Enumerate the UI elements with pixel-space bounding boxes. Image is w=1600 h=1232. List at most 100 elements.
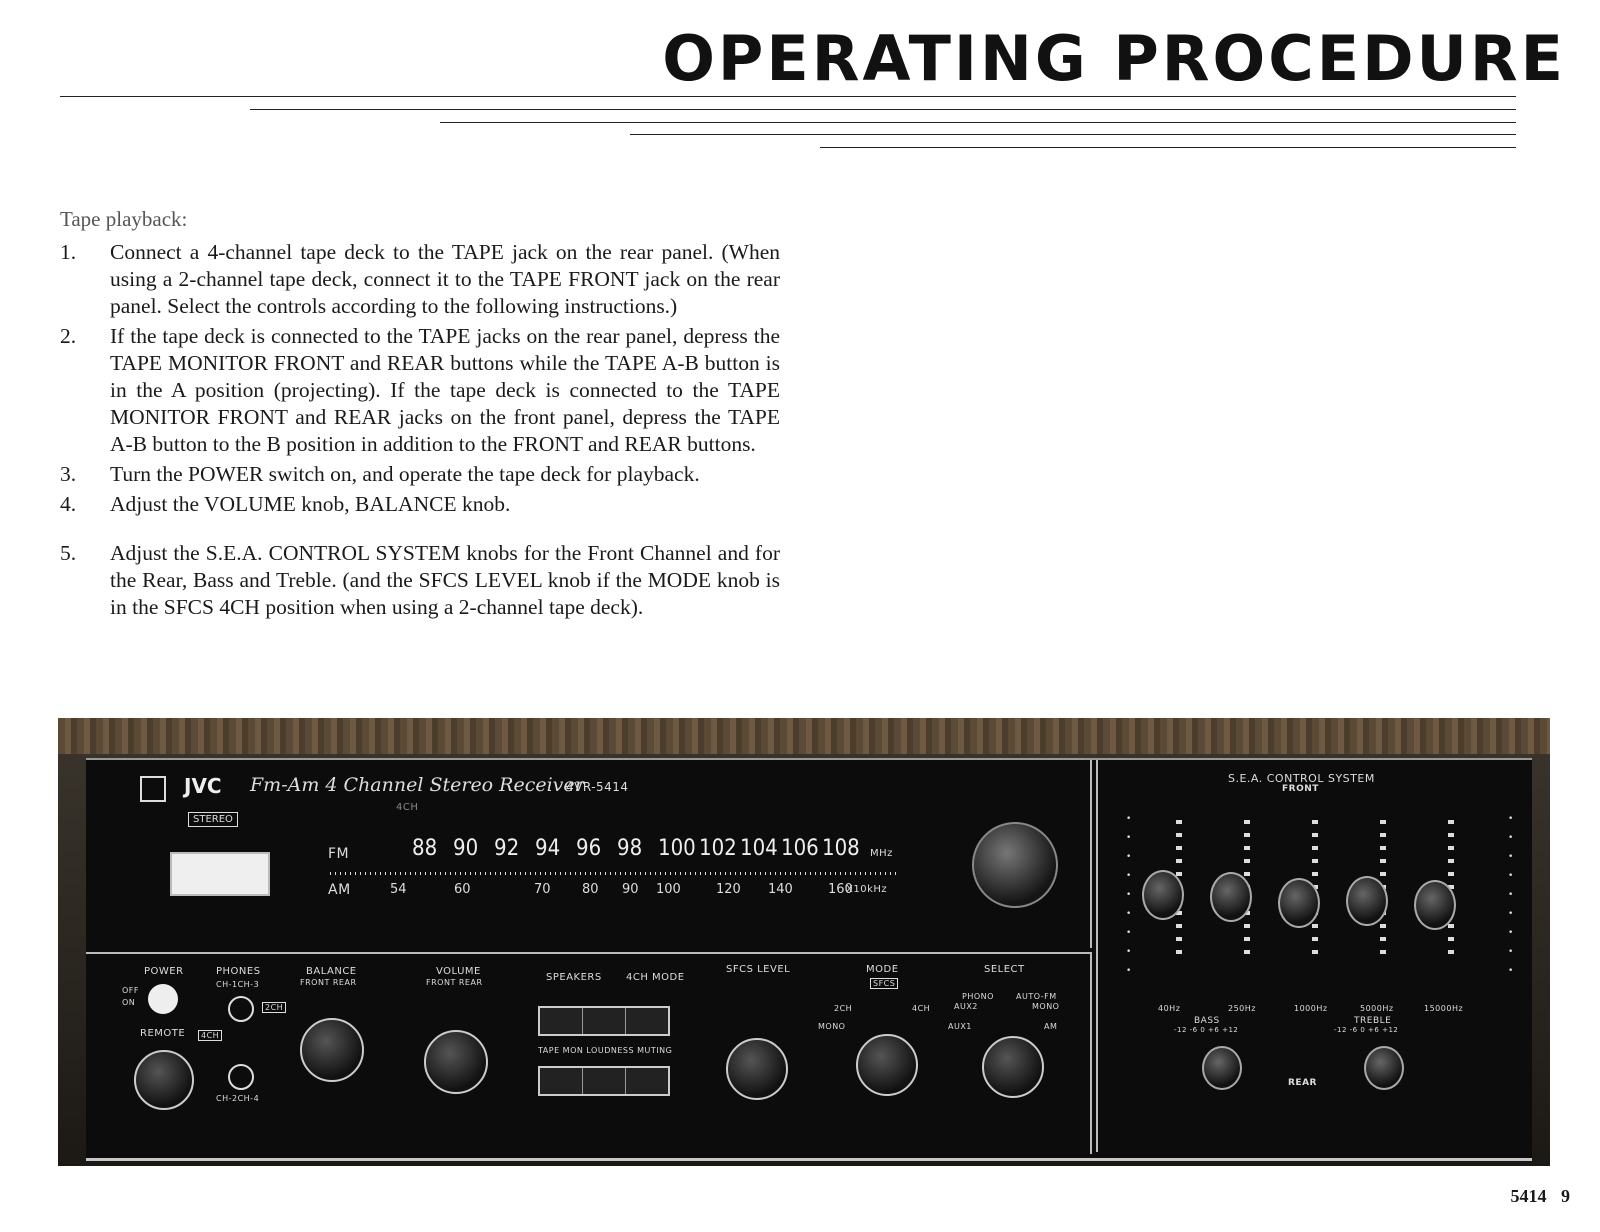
sfcs-label: SFCS bbox=[870, 978, 899, 989]
step-text: Connect a 4-channel tape deck to the TAP… bbox=[110, 240, 780, 318]
2ch-mode-label: 2CH bbox=[834, 1004, 853, 1013]
brand-name: JVC bbox=[184, 774, 222, 798]
fm-scale-mark: 98 bbox=[617, 836, 643, 861]
am-scale-mark: 80 bbox=[582, 882, 599, 897]
title-rule-4 bbox=[630, 134, 1516, 135]
volume-label: VOLUME bbox=[436, 966, 481, 977]
fm-unit: MHz bbox=[870, 848, 893, 859]
step-2: 2. If the tape deck is connected to the T… bbox=[60, 323, 780, 458]
sea-freq-40hz: 40Hz bbox=[1158, 1004, 1181, 1013]
sea-knob-250hz[interactable] bbox=[1210, 872, 1252, 922]
4ch-indicator: 4CH bbox=[396, 802, 419, 813]
4ch-mode-label: 4CH MODE bbox=[626, 972, 685, 983]
select-knob[interactable] bbox=[982, 1036, 1044, 1098]
power-button[interactable] bbox=[148, 984, 178, 1014]
mono-label: MONO bbox=[818, 1022, 846, 1031]
fm-scale-mark: 88 bbox=[412, 836, 438, 861]
remote-knob[interactable] bbox=[134, 1050, 194, 1110]
am-scale-mark: 60 bbox=[454, 882, 471, 897]
am-label: AM bbox=[328, 882, 351, 898]
tape-monitor-buttons[interactable] bbox=[538, 1066, 670, 1096]
phones-jack-rear[interactable] bbox=[228, 1064, 254, 1090]
section-heading: Tape playback: bbox=[60, 207, 188, 231]
volume-knob[interactable] bbox=[424, 1030, 488, 1094]
sea-control-system: S.E.A. CONTROL SYSTEM FRONT ••••••••• ••… bbox=[1096, 760, 1534, 1152]
fm-scale-mark: 104 bbox=[740, 836, 778, 861]
step-number: 3. bbox=[60, 462, 77, 486]
sea-knob-1000hz[interactable] bbox=[1278, 878, 1320, 928]
jvc-logo-icon bbox=[140, 776, 166, 802]
step-number: 2. bbox=[60, 324, 77, 348]
tuning-dial-panel: JVC Fm-Am 4 Channel Stereo Receiver 4VR-… bbox=[86, 760, 1092, 948]
am-scale-mark: 120 bbox=[716, 882, 741, 897]
sea-knob-5000hz[interactable] bbox=[1346, 876, 1388, 926]
balance-knob[interactable] bbox=[300, 1018, 364, 1082]
4ch-label: 4CH bbox=[198, 1030, 223, 1041]
sea-knob-40hz[interactable] bbox=[1142, 870, 1184, 920]
control-panel: POWER OFF ON REMOTE PHONES CH-1CH-3 2CH … bbox=[86, 952, 1092, 1154]
am-select-label: AM bbox=[1044, 1022, 1058, 1031]
fm-scale-mark: 96 bbox=[576, 836, 602, 861]
model-label: 4VR-5414 bbox=[566, 780, 629, 794]
am-unit: X10kHz bbox=[846, 884, 888, 895]
fm-scale-mark: 94 bbox=[535, 836, 561, 861]
step-text: If the tape deck is connected to the TAP… bbox=[110, 324, 780, 456]
title-rule-2 bbox=[250, 109, 1516, 110]
mono-select-label: MONO bbox=[1032, 1002, 1060, 1011]
phones-label: PHONES bbox=[216, 966, 261, 977]
tuning-knob[interactable] bbox=[972, 822, 1058, 908]
product-script: Fm-Am 4 Channel Stereo Receiver bbox=[250, 774, 584, 796]
fm-scale-mark: 100 bbox=[658, 836, 696, 861]
bass-knob[interactable] bbox=[1202, 1046, 1242, 1090]
instructions: Tape playback: 1. Connect a 4-channel tap… bbox=[60, 206, 780, 624]
fm-scale-mark: 108 bbox=[822, 836, 860, 861]
am-scale-mark: 70 bbox=[534, 882, 551, 897]
sfcs-level-knob[interactable] bbox=[726, 1038, 788, 1100]
treble-label: TREBLE bbox=[1354, 1016, 1392, 1026]
title-rule-5 bbox=[820, 147, 1516, 148]
phones-jack-front[interactable] bbox=[228, 996, 254, 1022]
am-scale-mark: 140 bbox=[768, 882, 793, 897]
treble-scale: -12 -6 0 +6 +12 bbox=[1334, 1026, 1399, 1034]
treble-knob[interactable] bbox=[1364, 1046, 1404, 1090]
mode-knob[interactable] bbox=[856, 1034, 918, 1096]
balance-label: BALANCE bbox=[306, 966, 357, 977]
sea-scale-right: ••••••••• bbox=[1508, 814, 1514, 976]
page-footer: 5414 9 bbox=[1511, 1186, 1571, 1207]
step-number: 4. bbox=[60, 492, 77, 516]
fm-scale-mark: 102 bbox=[699, 836, 737, 861]
auto-fm-label: AUTO-FM bbox=[1016, 992, 1057, 1001]
page-title: OPERATING PROCEDURE bbox=[662, 22, 1566, 95]
am-scale-mark: 90 bbox=[622, 882, 639, 897]
fm-scale-mark: 90 bbox=[453, 836, 479, 861]
dial-scale-line bbox=[330, 872, 900, 875]
4ch-mode-pos-label: 4CH bbox=[912, 1004, 931, 1013]
step-4: 4. Adjust the VOLUME knob, BALANCE knob. bbox=[60, 491, 780, 518]
ch13-label: CH-1CH-3 bbox=[216, 980, 260, 989]
sea-knob-15000hz[interactable] bbox=[1414, 880, 1456, 930]
bass-scale: -12 -6 0 +6 +12 bbox=[1174, 1026, 1239, 1034]
signal-meter bbox=[170, 852, 270, 896]
on-label: ON bbox=[122, 998, 136, 1007]
sea-freq-250hz: 250Hz bbox=[1228, 1004, 1256, 1013]
title-rule-1 bbox=[60, 96, 1516, 97]
stereo-indicator: STEREO bbox=[188, 812, 238, 827]
bass-label: BASS bbox=[1194, 1016, 1220, 1026]
aux2-label: AUX2 bbox=[954, 1002, 978, 1011]
aux1-label: AUX1 bbox=[948, 1022, 972, 1031]
speaker-buttons[interactable] bbox=[538, 1006, 670, 1036]
sea-front-label: FRONT bbox=[1282, 784, 1319, 794]
step-text: Adjust the VOLUME knob, BALANCE knob. bbox=[110, 492, 511, 516]
select-label: SELECT bbox=[984, 964, 1025, 975]
am-scale-mark: 160 bbox=[828, 882, 853, 897]
phono-label: PHONO bbox=[962, 992, 994, 1001]
fm-label: FM bbox=[328, 846, 350, 862]
receiver-faceplate: JVC Fm-Am 4 Channel Stereo Receiver 4VR-… bbox=[86, 758, 1532, 1161]
sea-rear-label: REAR bbox=[1288, 1078, 1317, 1088]
step-1: 1. Connect a 4-channel tape deck to the T… bbox=[60, 239, 780, 320]
step-number: 1. bbox=[60, 240, 77, 264]
mode-label: MODE bbox=[866, 964, 899, 975]
wood-cabinet bbox=[58, 718, 1550, 754]
title-rule-3 bbox=[440, 122, 1516, 123]
step-text: Adjust the S.E.A. CONTROL SYSTEM knobs f… bbox=[110, 541, 780, 619]
